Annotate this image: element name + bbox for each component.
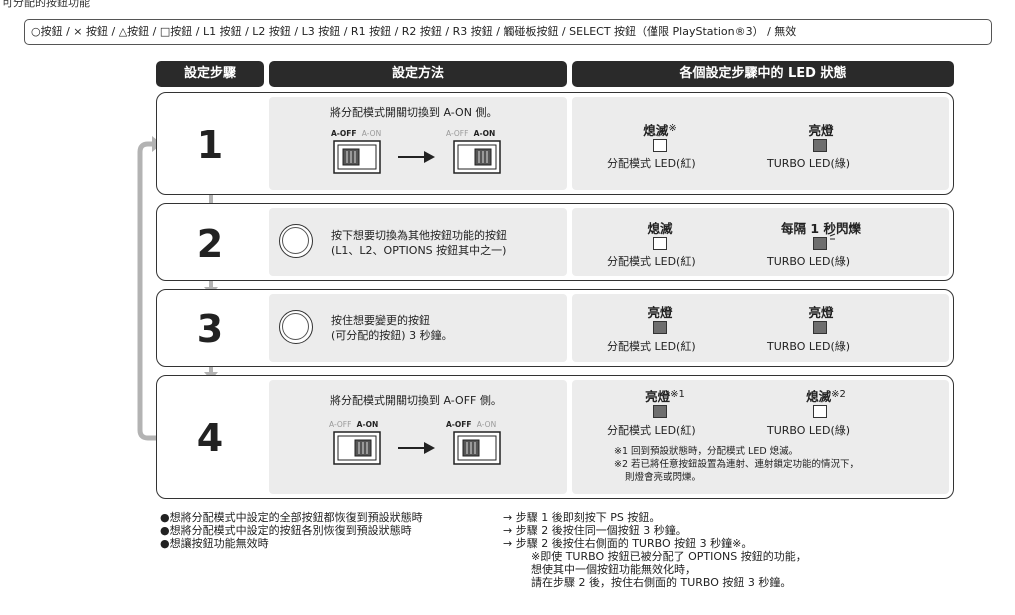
step-instruction: 按住想要變更的按鈕(可分配的按鈕) 3 秒鐘。 xyxy=(331,314,453,342)
led-box xyxy=(572,294,949,362)
assign-led-status: 熄滅※ xyxy=(643,123,677,138)
assign-led-status: 亮燈 xyxy=(647,305,673,320)
led-box xyxy=(572,380,949,494)
condition-item: ●想將分配模式中設定的全部按鈕都恢復到預設狀態時 xyxy=(160,511,423,524)
turbo-led-status: 亮燈 xyxy=(808,123,834,138)
step-number: 4 xyxy=(196,416,224,460)
header-led: 各個設定步驟中的 LED 狀態 xyxy=(572,61,954,87)
assign-led-indicator xyxy=(653,405,667,418)
button-icon xyxy=(279,310,313,344)
step-number: 2 xyxy=(196,222,224,266)
turbo-led-label: TURBO LED(綠) xyxy=(767,255,851,268)
turbo-led-label: TURBO LED(綠) xyxy=(767,157,851,170)
step-instruction: 將分配模式開關切換到 A-OFF 側。 xyxy=(330,394,502,407)
step-instruction: 按下想要切換為其他按鈕功能的按鈕(L1、L2、OPTIONS 按鈕其中之一) xyxy=(331,229,507,257)
step-number: 3 xyxy=(196,307,224,351)
led-box xyxy=(572,208,949,276)
header-method: 設定方法 xyxy=(269,61,567,87)
assign-led-label: 分配模式 LED(紅) xyxy=(607,157,696,170)
turbo-led-status: 每隔 1 秒閃爍 xyxy=(781,221,861,236)
action-item: → 步驟 1 後即刻按下 PS 按鈕。 xyxy=(503,511,661,524)
assign-led-label: 分配模式 LED(紅) xyxy=(607,255,696,268)
blink-icon xyxy=(829,233,836,240)
turbo-led-indicator xyxy=(813,139,827,152)
switch-labels: A-OFF A-ON xyxy=(446,420,497,429)
mode-switch-off-icon xyxy=(333,140,381,174)
switch-labels: A-OFF A-ON xyxy=(331,129,382,138)
assign-led-indicator xyxy=(653,237,667,250)
bottom-actions: → 步驟 1 後即刻按下 PS 按鈕。 → 步驟 2 後按住同一個按鈕 3 秒鐘… xyxy=(503,511,807,589)
condition-item: ●想讓按鈕功能無效時 xyxy=(160,537,269,550)
method-box xyxy=(269,208,567,276)
switch-labels: A-OFF A-ON xyxy=(329,420,379,429)
turbo-led-status: 亮燈 xyxy=(808,305,834,320)
mode-switch-on-icon xyxy=(333,431,381,465)
footnote-2: ※2 若已將任意按鈕設置為連射、連射鎖定功能的情況下， xyxy=(614,459,860,470)
step-instruction: 將分配模式開關切換到 A-ON 側。 xyxy=(330,106,498,119)
action-item: → 步驟 2 後按住同一個按鈕 3 秒鐘。 xyxy=(503,524,687,537)
mode-switch-off-icon xyxy=(453,431,501,465)
method-box xyxy=(269,97,567,190)
method-box xyxy=(269,294,567,362)
assignable-functions-list: ○按鈕 / × 按鈕 / △按鈕 / □按鈕 / L1 按鈕 / L2 按鈕 /… xyxy=(24,19,992,45)
step-number: 1 xyxy=(196,123,224,167)
led-box xyxy=(572,97,949,190)
assign-led-indicator xyxy=(653,321,667,334)
turbo-led-indicator xyxy=(813,237,827,250)
arrow-right-icon xyxy=(398,151,435,163)
loop-arrow-icon xyxy=(137,141,162,441)
condition-item: ●想將分配模式中設定的按鈕各別恢復到預設狀態時 xyxy=(160,524,412,537)
turbo-led-status: 熄滅※2 xyxy=(806,389,846,404)
action-note: 請在步驟 2 後，按住右側面的 TURBO 按鈕 3 秒鐘。 xyxy=(531,576,792,589)
bottom-conditions: ●想將分配模式中設定的全部按鈕都恢復到預設狀態時 ●想將分配模式中設定的按鈕各別… xyxy=(160,511,423,550)
turbo-led-indicator xyxy=(813,405,827,418)
mode-switch-on-icon xyxy=(453,140,501,174)
action-item: → 步驟 2 後按住右側面的 TURBO 按鈕 3 秒鐘※。 xyxy=(503,537,753,550)
method-box xyxy=(269,380,567,494)
turbo-led-label: TURBO LED(綠) xyxy=(767,424,851,437)
footnote-1: ※1 回到預設狀態時，分配模式 LED 熄滅。 xyxy=(614,446,799,457)
turbo-led-label: TURBO LED(綠) xyxy=(767,340,851,353)
arrow-right-icon xyxy=(398,442,435,454)
button-icon xyxy=(279,224,313,258)
header-step: 設定步驟 xyxy=(156,61,264,87)
section-caption: 可分配的按鈕功能 xyxy=(2,0,90,9)
assign-led-status: 亮燈※1 xyxy=(645,389,685,404)
switch-labels: A-OFF A-ON xyxy=(446,129,496,138)
action-note: 想使其中一個按鈕功能無效化時， xyxy=(531,563,696,576)
assign-led-status: 熄滅 xyxy=(647,221,673,236)
action-note: ※即使 TURBO 按鈕已被分配了 OPTIONS 按鈕的功能， xyxy=(531,550,807,563)
turbo-led-indicator xyxy=(813,321,827,334)
assign-led-label: 分配模式 LED(紅) xyxy=(607,340,696,353)
assign-led-label: 分配模式 LED(紅) xyxy=(607,424,696,437)
assign-led-indicator xyxy=(653,139,667,152)
footnote-2-cont: 則燈會亮或閃爍。 xyxy=(625,472,702,483)
